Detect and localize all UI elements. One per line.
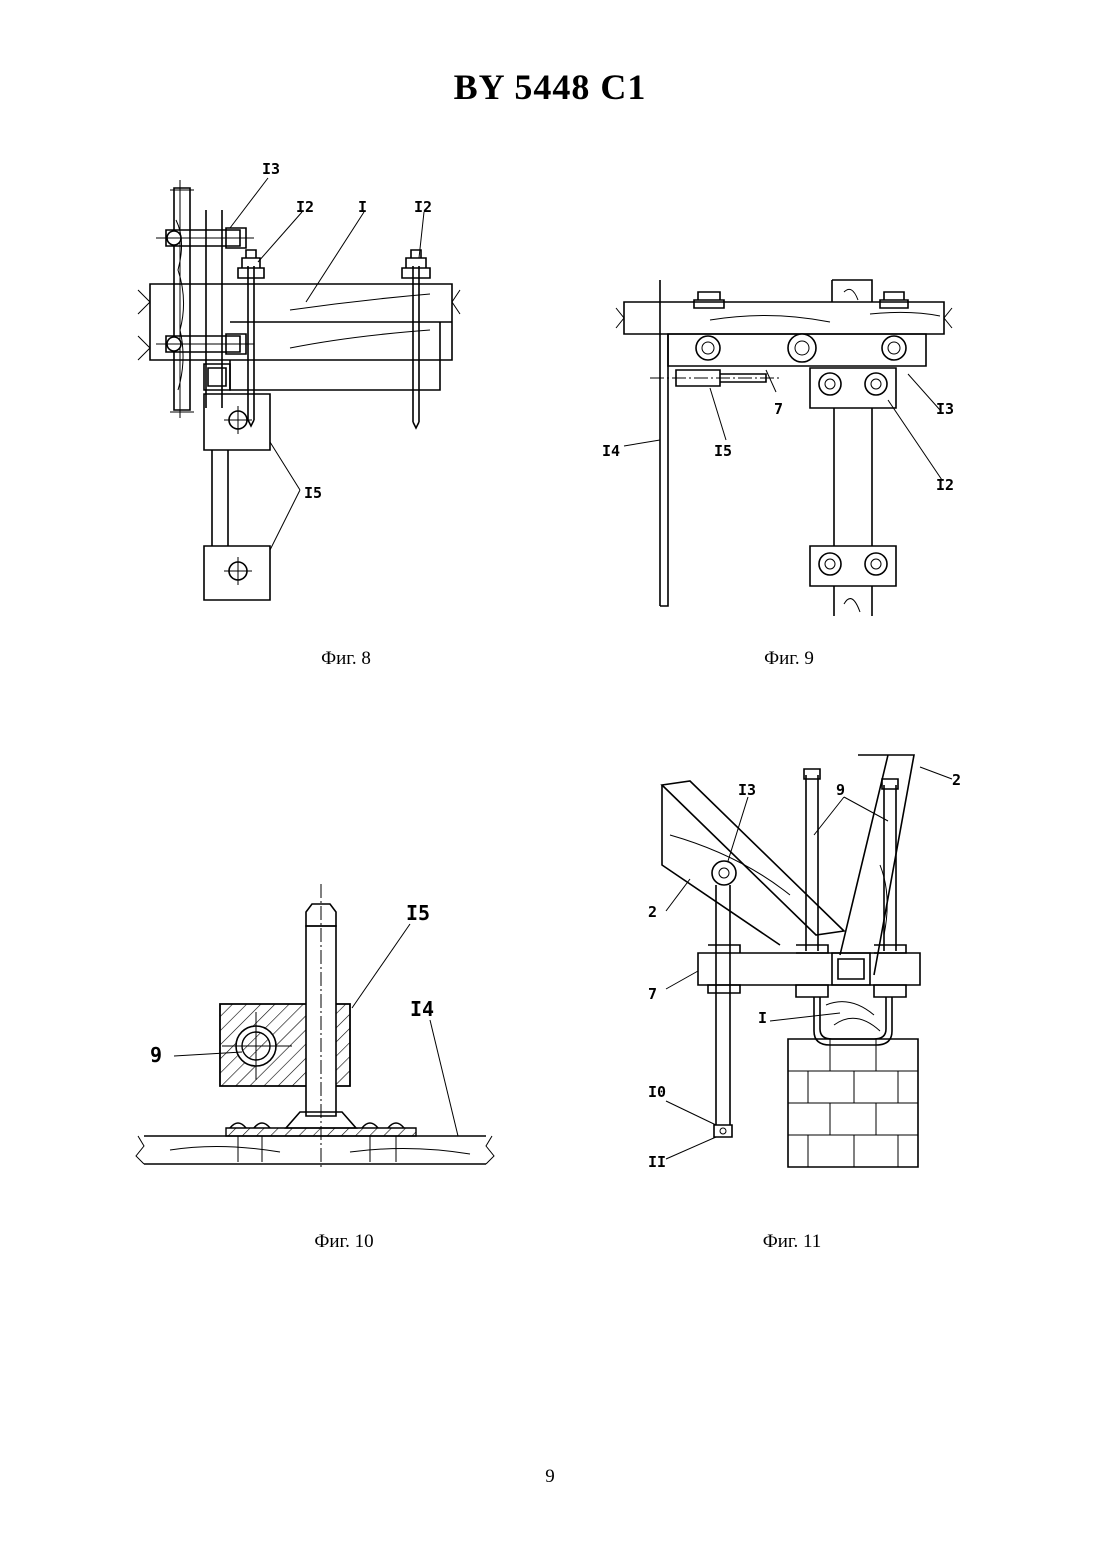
fig11-label-7: 7 (648, 985, 657, 1003)
figure-8-drawing: I3 I2 I I2 I5 (130, 150, 470, 620)
fig9-label-15: I5 (714, 442, 732, 460)
fig8-label-13: I3 (262, 160, 280, 178)
fig8-label-12b: I2 (414, 198, 432, 216)
fig9-label-12: I2 (936, 476, 954, 494)
fig8-label-1: I (358, 198, 367, 216)
fig11-label-10: I0 (648, 1083, 666, 1101)
fig9-label-14: I4 (602, 442, 620, 460)
fig11-label-9: 9 (836, 781, 845, 799)
page-number: 9 (0, 1466, 1100, 1488)
fig11-label-2b: 2 (648, 903, 657, 921)
figure-11-caption: Фиг. 11 (763, 1231, 822, 1253)
fig11-label-13: I3 (738, 781, 756, 799)
fig11-label-11: II (648, 1153, 666, 1171)
fig10-label-9: 9 (150, 1043, 162, 1067)
figure-10-drawing: I5 I4 9 (130, 880, 500, 1180)
figure-11-drawing: I3 9 2 2 7 I I0 II (630, 745, 970, 1175)
figure-9-caption: Фиг. 9 (764, 648, 814, 670)
fig8-label-12a: I2 (296, 198, 314, 216)
fig11-label-2a: 2 (952, 771, 961, 789)
fig8-label-15: I5 (304, 484, 322, 502)
figure-8-caption: Фиг. 8 (321, 648, 371, 670)
fig11-label-1: I (758, 1009, 767, 1027)
fig9-label-7: 7 (774, 400, 783, 418)
document-title: BY 5448 C1 (0, 66, 1100, 108)
fig9-label-13: I3 (936, 400, 954, 418)
figure-9-drawing: 7 I3 I4 I5 I2 (590, 260, 970, 630)
figure-10-caption: Фиг. 10 (314, 1231, 373, 1253)
fig10-label-14: I4 (410, 997, 434, 1021)
fig10-label-15: I5 (406, 901, 430, 925)
